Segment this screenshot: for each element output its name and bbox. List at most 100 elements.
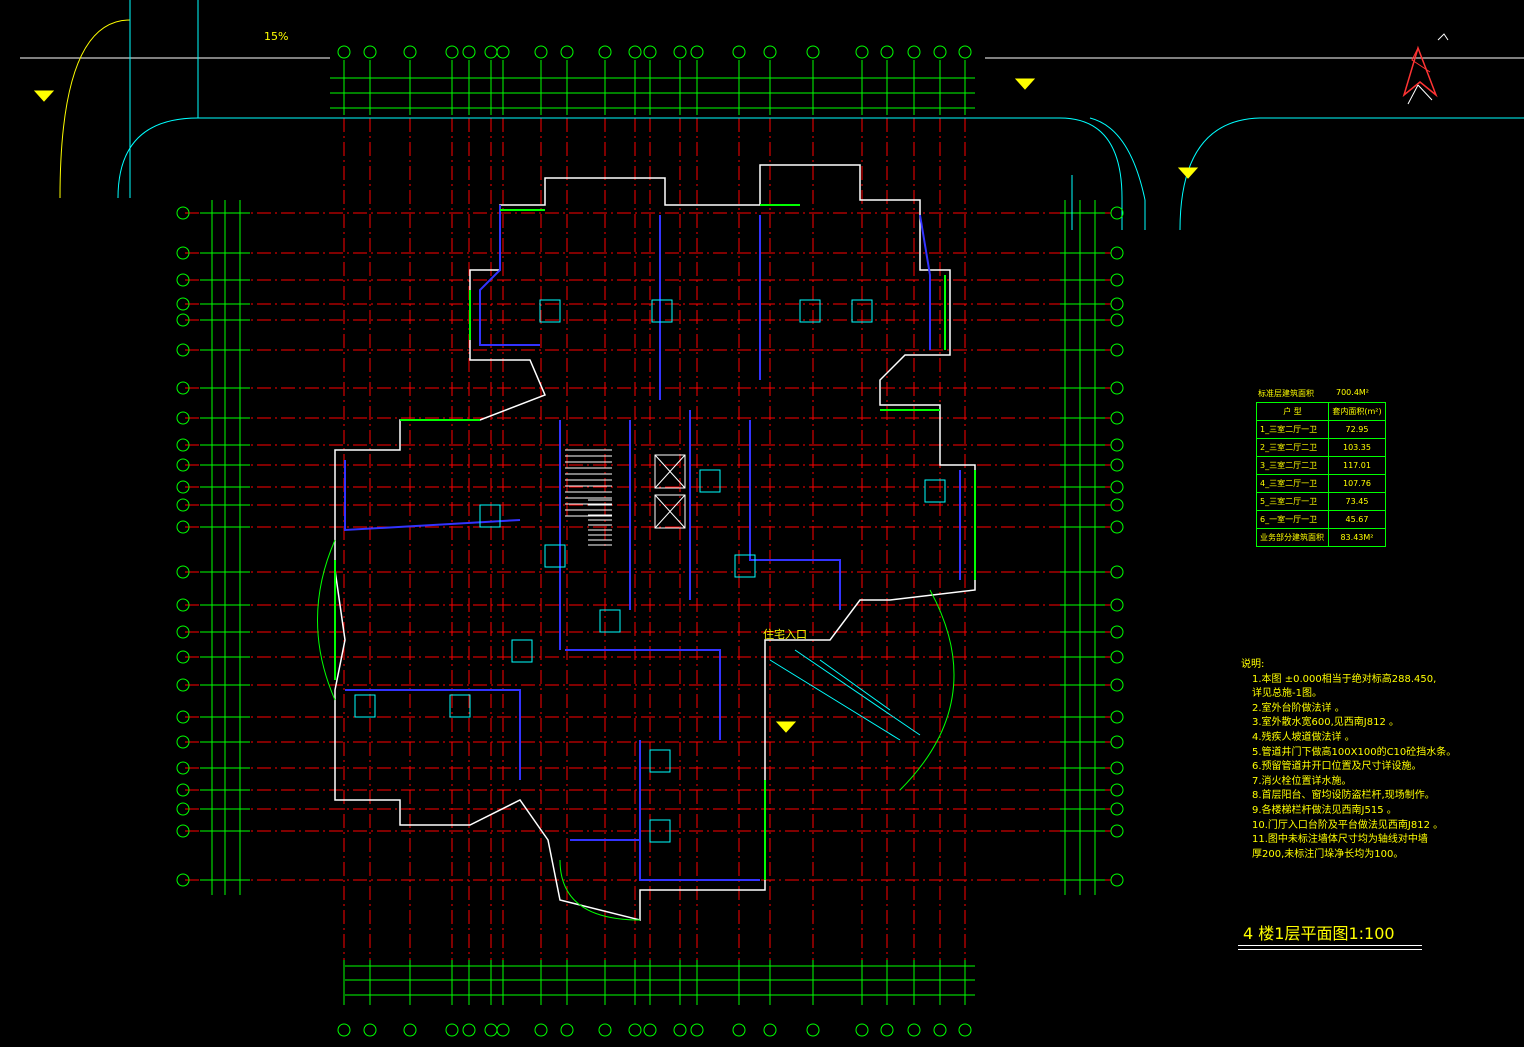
axis-bubble: [1110, 520, 1124, 534]
note-line: 1.本图 ±0.000相当于绝对标高288.450,: [1252, 673, 1437, 685]
axis-bubble: [484, 1023, 498, 1037]
axis-bubble: [176, 206, 190, 220]
plumbing-fixture-icon: [649, 749, 671, 773]
axis-bubble: [880, 45, 894, 59]
axis-bubble: [1110, 458, 1124, 472]
axis-bubble: [1110, 598, 1124, 612]
level-markers: [33, 78, 1199, 733]
plumbing-fixture-icon: [511, 639, 533, 663]
note-line: 2.室外台阶做法详 。: [1252, 702, 1345, 714]
axis-bubble: [176, 343, 190, 357]
axis-bubble: [1110, 411, 1124, 425]
road-curbs: [20, 0, 1524, 231]
axis-bubble: [363, 45, 377, 59]
axis-bubble: [673, 1023, 687, 1037]
table-header-row: 户 型 套内面积(m²): [1256, 402, 1387, 421]
elevator-shaft: [654, 454, 686, 489]
level-marker-icon: [1177, 167, 1199, 179]
axis-bubble: [176, 710, 190, 724]
axis-bubble: [1110, 650, 1124, 664]
axis-bubble: [855, 1023, 869, 1037]
axis-bubble: [732, 1023, 746, 1037]
note-line: 3.室外散水宽600,见西南J812 。: [1252, 717, 1400, 729]
axis-bubble: [806, 1023, 820, 1037]
axis-bubble: [958, 45, 972, 59]
axis-bubble: [496, 1023, 510, 1037]
axis-bubble: [806, 45, 820, 59]
plumbing-fixture-icon: [924, 479, 946, 503]
partition-walls: [344, 205, 961, 881]
dimension-lines: [200, 60, 1105, 1005]
notes-heading: 说明:: [1241, 659, 1265, 670]
elevator-shaft: [654, 494, 686, 529]
slope-label: 15%: [264, 30, 289, 43]
axis-bubble: [176, 313, 190, 327]
axis-bubble: [176, 411, 190, 425]
unit-area: 117.01: [1327, 456, 1387, 475]
axis-bubble: [403, 45, 417, 59]
plumbing-fixture-icon: [851, 299, 873, 323]
axis-bubble: [337, 1023, 351, 1037]
axis-bubble: [1110, 273, 1124, 287]
note-line: 5.管道井门下做高100X100的C10砼挡水条。: [1252, 746, 1457, 758]
unit-type: 6_一室一厅一卫: [1256, 510, 1329, 529]
note-line: 厚200,未标注门垛净长均为100。: [1252, 848, 1404, 860]
curved-balcony: [317, 539, 955, 921]
unit-type: 3_三室二厅二卫: [1256, 456, 1329, 475]
axis-bubble: [176, 480, 190, 494]
axis-bubble: [643, 45, 657, 59]
design-notes: 说明: 1.本图 ±0.000相当于绝对标高288.450, 详见总施-1图。 …: [1238, 658, 1456, 862]
axis-bubble: [1110, 678, 1124, 692]
axis-bubble: [176, 650, 190, 664]
axis-bubble: [484, 45, 498, 59]
unit-area: 107.76: [1327, 474, 1387, 493]
axis-bubble: [1110, 802, 1124, 816]
plumbing-fixture-icon: [649, 819, 671, 843]
axis-bubble: [880, 1023, 894, 1037]
axis-bubble: [628, 1023, 642, 1037]
unit-area: 103.35: [1327, 438, 1387, 457]
table-header-area: 套内面积(m²): [1327, 402, 1387, 421]
axis-bubble: [1110, 297, 1124, 311]
level-marker-icon: [775, 721, 797, 733]
building-outline: [317, 164, 976, 921]
plumbing-fixture-icon: [799, 299, 821, 323]
axis-bubble: [462, 45, 476, 59]
axis-bubble: [176, 297, 190, 311]
plumbing-fixture-icon: [479, 504, 501, 528]
building-outline: [334, 164, 976, 921]
axis-bubble: [1110, 343, 1124, 357]
axis-bubble: [176, 625, 190, 639]
axis-bubble: [560, 1023, 574, 1037]
plumbing-fixture-icon: [734, 554, 756, 578]
axis-bubble: [176, 678, 190, 692]
plumbing-fixture-icon: [544, 544, 566, 568]
footer-value: 83.43M²: [1327, 528, 1387, 547]
unit-type: 2_三室二厅二卫: [1256, 438, 1329, 457]
axis-bubble: [763, 45, 777, 59]
axis-bubble: [1110, 565, 1124, 579]
axis-bubble: [598, 1023, 612, 1037]
axis-bubble: [403, 1023, 417, 1037]
unit-area: 45.67: [1327, 510, 1387, 529]
title-underline: [1238, 949, 1422, 950]
axis-bubble: [690, 1023, 704, 1037]
unit-area: 73.45: [1327, 492, 1387, 511]
north-arrow-icon: [1402, 45, 1438, 98]
title-underline: [1238, 945, 1422, 946]
axis-bubbles: [176, 45, 1124, 1037]
axis-bubble: [598, 45, 612, 59]
axis-bubble: [855, 45, 869, 59]
axis-bubble: [534, 45, 548, 59]
axis-bubble: [1110, 761, 1124, 775]
table-header-type: 户 型: [1256, 402, 1329, 421]
axis-bubble: [176, 783, 190, 797]
table-footer-row: 业务部分建筑面积 83.43M²: [1256, 528, 1387, 547]
axis-bubble: [643, 1023, 657, 1037]
axis-bubble: [176, 598, 190, 612]
